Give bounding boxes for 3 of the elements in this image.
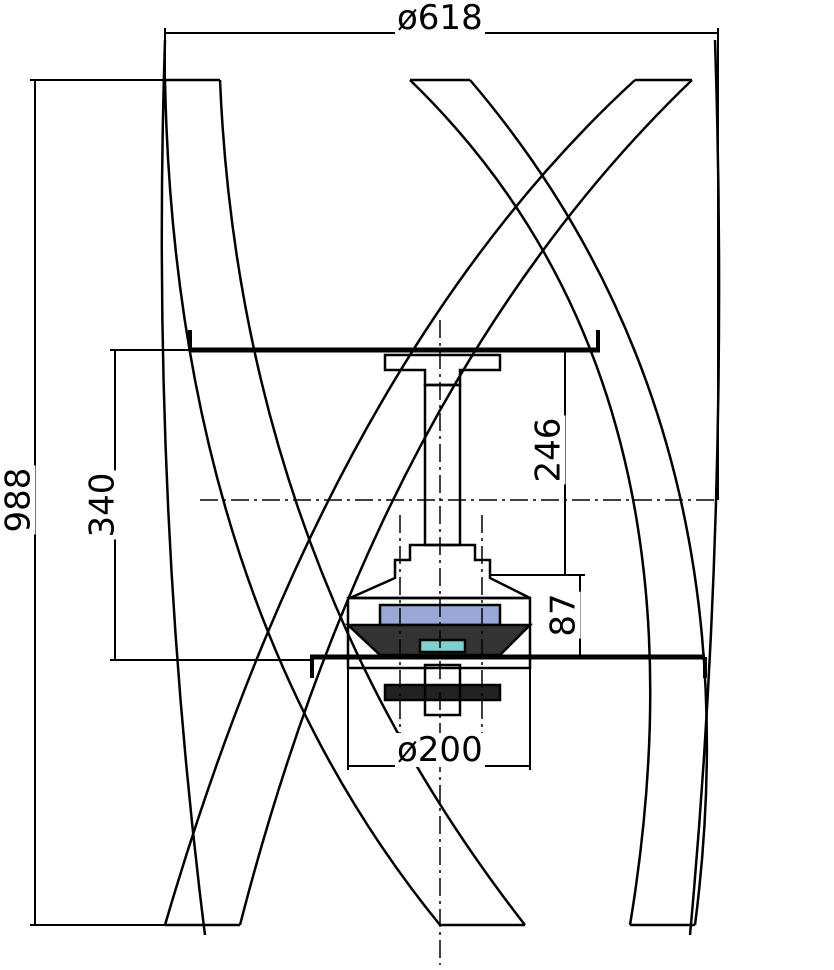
dimension-label: ø200 <box>395 733 485 767</box>
dimension-label: ø618 <box>395 1 485 35</box>
dimension-label: 87 <box>546 591 580 639</box>
